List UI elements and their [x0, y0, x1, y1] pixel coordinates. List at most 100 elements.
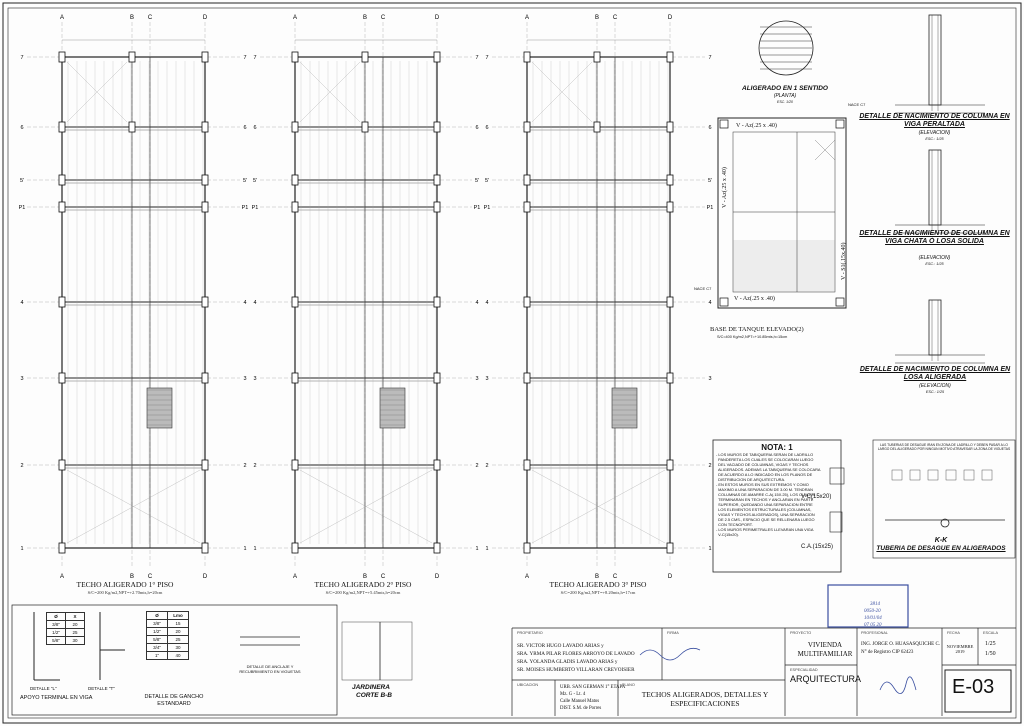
corte-label: CORTE B-B	[356, 692, 392, 699]
table-row: 1"40	[146, 651, 189, 660]
column	[58, 542, 66, 554]
table-cell: 5/8"	[46, 636, 66, 645]
table-row: 5/8"25	[146, 635, 189, 644]
column	[291, 121, 299, 133]
tanque-beam-bottom: V - Az(.25 x .40)	[734, 296, 775, 302]
aligerado-title: ALIGERADO EN 1 SENTIDO	[742, 85, 828, 92]
column	[523, 372, 531, 384]
nota-line: - LOS MUROS PERIMETRALES LLEVARAN UNA VI…	[716, 527, 814, 532]
column	[291, 201, 299, 213]
axis-label-row: 6	[708, 125, 711, 131]
column	[433, 121, 441, 133]
axis-label-row: P1	[19, 205, 26, 211]
table-cell: 30	[167, 643, 189, 652]
axis-label-row: 3	[485, 376, 488, 382]
column	[523, 51, 531, 63]
tb-owner-3: SRA. YOLANDA GLADIS LAVADO ARIAS y	[517, 659, 618, 665]
column	[666, 201, 674, 213]
nac-column-1	[928, 14, 942, 106]
nota-line: - EN ESTOS MUROS EN SUS EXTREMOS Y COMO	[716, 482, 809, 487]
kk-title: K-K	[934, 537, 948, 544]
tb-especialidad: ARQUITECTURA	[790, 674, 862, 684]
tanque-sub: S/C=400 Kg/m2,NPT=+10.85mts,h=15cm	[717, 335, 788, 339]
axis-label-col: B	[595, 574, 599, 580]
axis-label-row: 5'	[708, 178, 712, 184]
table-cell: 20	[167, 627, 189, 636]
column	[291, 372, 299, 384]
plan-title-2: TECHO ALIGERADO 2° PISO	[314, 580, 412, 589]
axis-label-row: 5'	[485, 178, 489, 184]
column	[58, 51, 66, 63]
axis-label-col: D	[435, 15, 440, 21]
jardinera-section	[341, 621, 413, 681]
nota-line: SUPERIOR, QUEDANDO UNA SEPARACION ENTRE	[716, 502, 813, 507]
axis-label-row: 2	[243, 463, 246, 469]
plan-title-3: TECHO ALIGERADO 3° PISO	[549, 580, 647, 589]
column	[58, 372, 66, 384]
tb-ubicacion-label: UBICACION	[517, 683, 539, 687]
nac-column-2	[928, 149, 942, 226]
axis-label-col: A	[525, 574, 529, 580]
axis-label-row: 1	[20, 546, 23, 552]
axis-label-row: 3	[243, 376, 246, 382]
nac-column-3	[928, 299, 942, 356]
axis-label-row: 5'	[253, 178, 257, 184]
tb-ubic-1: URB. SAN GERMAN 1° ETAPA	[560, 685, 626, 690]
column	[523, 296, 531, 308]
vc-section	[829, 467, 845, 485]
tb-ubic-2: Mz. G - Lt. 4	[560, 692, 586, 697]
axis-label-row: 7	[708, 55, 711, 61]
kk-pipe	[940, 518, 950, 528]
kk-note: LAS TUBERIAS DE DESAGUE IRAN EN ZONA DE …	[877, 443, 1011, 451]
table-row: 3/8"15	[146, 619, 189, 628]
aligerado-sub: (PLANTA)	[773, 93, 797, 99]
kk-sub: TUBERIA DE DESAGUE EN ALIGERADOS	[876, 545, 1006, 552]
tanque-column	[719, 297, 729, 307]
tanque-title: BASE DE TANQUE ELEVADO(2)	[710, 326, 804, 333]
tanque-column	[719, 119, 729, 129]
table-cell: Ø	[46, 612, 66, 621]
plan-sub-3: S/C=200 Kg/m2,NPT=+8.20mts,h=17cm	[560, 590, 636, 595]
axis-label-row: 3	[708, 376, 711, 382]
nac1-scale: ESC.: 1/25	[925, 137, 944, 141]
table-row: 3/8"20	[46, 620, 85, 629]
axis-label-row: 5'	[475, 178, 479, 184]
nota-line: - LOS MUROS DE TABIQUERIA SERAN DE LADRI…	[716, 452, 814, 457]
axis-label-col: D	[203, 574, 208, 580]
nac1-title: DETALLE DE NACIMIENTO DE COLUMNA EN VIGA…	[859, 113, 1010, 128]
nota-line: PANDERETA LOS CUALES SE COLOCARAN LUEGO	[716, 457, 814, 462]
column	[523, 121, 531, 133]
axis-label-col: D	[668, 574, 673, 580]
table-cell: 3/8"	[146, 619, 168, 628]
axis-label-row: 1	[708, 546, 711, 552]
tb-escala-2: 1/50	[985, 651, 996, 657]
axis-label-row: 6	[243, 125, 246, 131]
ca-label: C.A.(15x25)	[801, 544, 834, 550]
signature-mark	[879, 676, 917, 694]
axis-label-col: D	[203, 15, 208, 21]
plan-title-1: TECHO ALIGERADO 1° PISO	[76, 580, 174, 589]
detail-drawings	[11, 14, 1016, 716]
table-cell: 5/8"	[146, 635, 168, 644]
tanque-outline	[717, 117, 847, 309]
axis-label-col: B	[363, 15, 367, 21]
opening-x	[299, 61, 361, 123]
gancho-label: DETALLE DE GANCHO ESTANDARD	[144, 694, 204, 707]
tb-ubic-4: DIST. S.M. de Porres	[560, 706, 602, 711]
nota-title: NOTA: 1	[761, 443, 793, 452]
axis-label-row: P1	[252, 205, 259, 211]
axis-label-col: C	[613, 574, 618, 580]
axis-label-col: A	[60, 15, 64, 21]
tb-firma-label: FIRMA	[667, 631, 679, 635]
tb-profesional-label: PROFESIONAL	[861, 631, 889, 635]
kk-brick	[909, 469, 921, 481]
table-cell: 3/8"	[46, 620, 66, 629]
nota-line: DE ACUERDO A LO INDICADO EN LOS PLANOS D…	[716, 472, 813, 477]
nota-line: CON TECNOPORT.	[716, 522, 753, 527]
column	[201, 51, 209, 63]
stair-block	[611, 387, 638, 429]
column	[291, 459, 299, 471]
axis-label-row: 3	[475, 376, 478, 382]
